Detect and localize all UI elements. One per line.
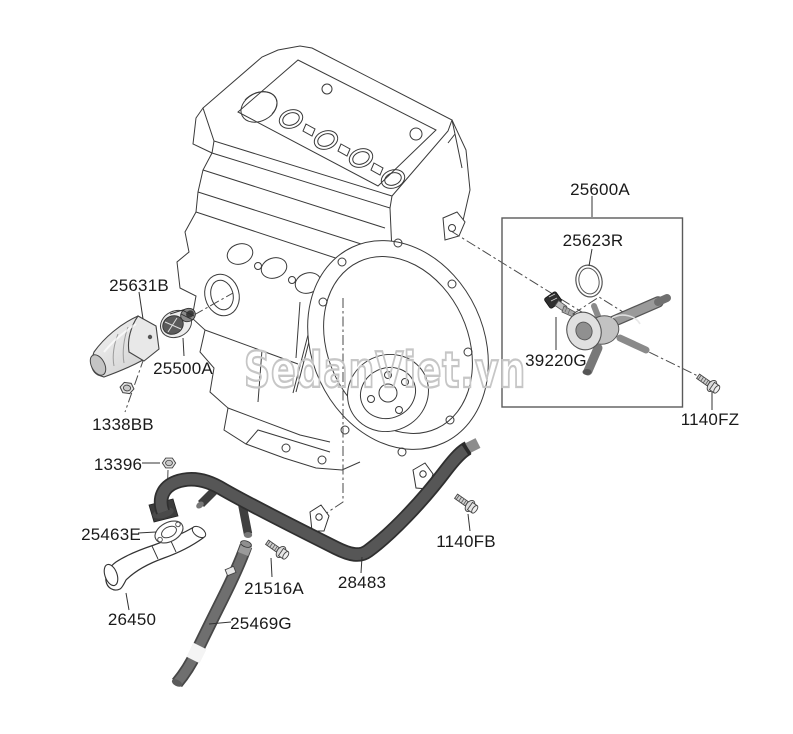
part-label-heater-hose: 25469G [230,614,292,633]
leader-lines [125,196,713,625]
part-label-bracket-bolt: 1140FB [436,532,496,551]
heater-hose-drawing [171,540,253,688]
bolt-1140fb-drawing [452,490,481,517]
sensor-drawing [544,291,576,318]
part-label-lower-hose: 26450 [107,610,157,629]
water-outlet-drawing [89,315,160,378]
nut-1338bb-drawing [118,381,136,395]
part-label-outlet-nut: 1338BB [92,415,154,434]
engine-line-art [176,45,489,471]
gasket-drawing [154,520,184,544]
part-label-assy-bolt: 1140FZ [680,410,740,429]
part-label-water-outlet: 25631B [109,276,169,295]
part-label-coolant-pipe: 28483 [337,573,387,592]
part-label-control-assy: 25600A [570,180,630,199]
oring-drawing [575,264,603,298]
thermostat-drawing [159,307,196,339]
assembly-box [501,217,684,408]
nut-13396-drawing [161,457,177,469]
watermark-text: SedanViet.vn [244,342,526,399]
part-label-thermostat: 25500A [153,359,213,378]
part-label-oring: 25623R [562,231,624,250]
part-label-pipe-bolt: 21516A [244,579,304,598]
lower-hose-drawing [103,525,207,591]
coolant-pipe-drawing [148,438,481,562]
part-label-temp-sensor: 39220G [525,351,587,370]
bolt-1140fz-drawing [694,370,723,397]
part-label-gasket: 25463E [81,525,141,544]
bolt-21516a-drawing [263,536,292,563]
part-label-pipe-nut: 13396 [93,455,143,474]
control-assembly-drawing [566,294,671,376]
